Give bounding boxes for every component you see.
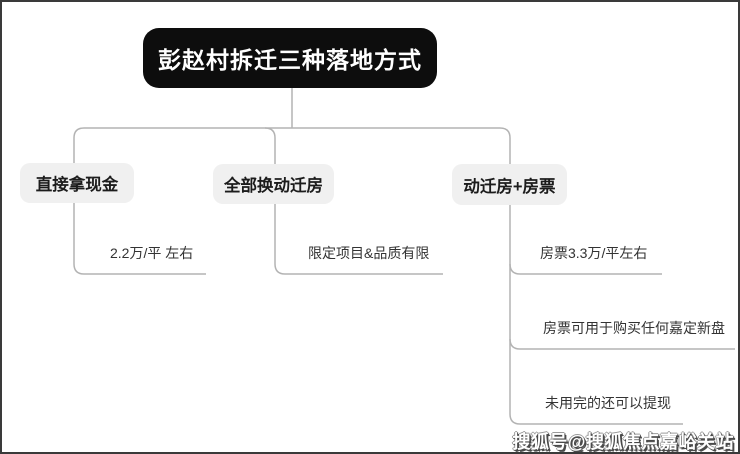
- leaf-note-ticket-price: 房票3.3万/平左右: [540, 245, 648, 261]
- branch-node-full-relocation-housing: 全部换动迁房: [213, 164, 334, 204]
- leaf-note-cash-price: 2.2万/平 左右: [110, 245, 194, 261]
- leaf-note-ticket-usage: 房票可用于购买任何嘉定新盘: [543, 320, 725, 336]
- sohu-watermark: 搜狐号@搜狐焦点嘉峪关站: [512, 432, 734, 452]
- branch-node-direct-cash: 直接拿现金: [20, 163, 134, 203]
- leaf-note-limited-projects: 限定项目&品质有限: [308, 245, 430, 261]
- branch-node-housing-plus-ticket: 动迁房+房票: [452, 164, 567, 205]
- leaf-note-ticket-withdraw: 未用完的还可以提现: [545, 395, 671, 411]
- root-node-title: 彭赵村拆迁三种落地方式: [143, 28, 437, 88]
